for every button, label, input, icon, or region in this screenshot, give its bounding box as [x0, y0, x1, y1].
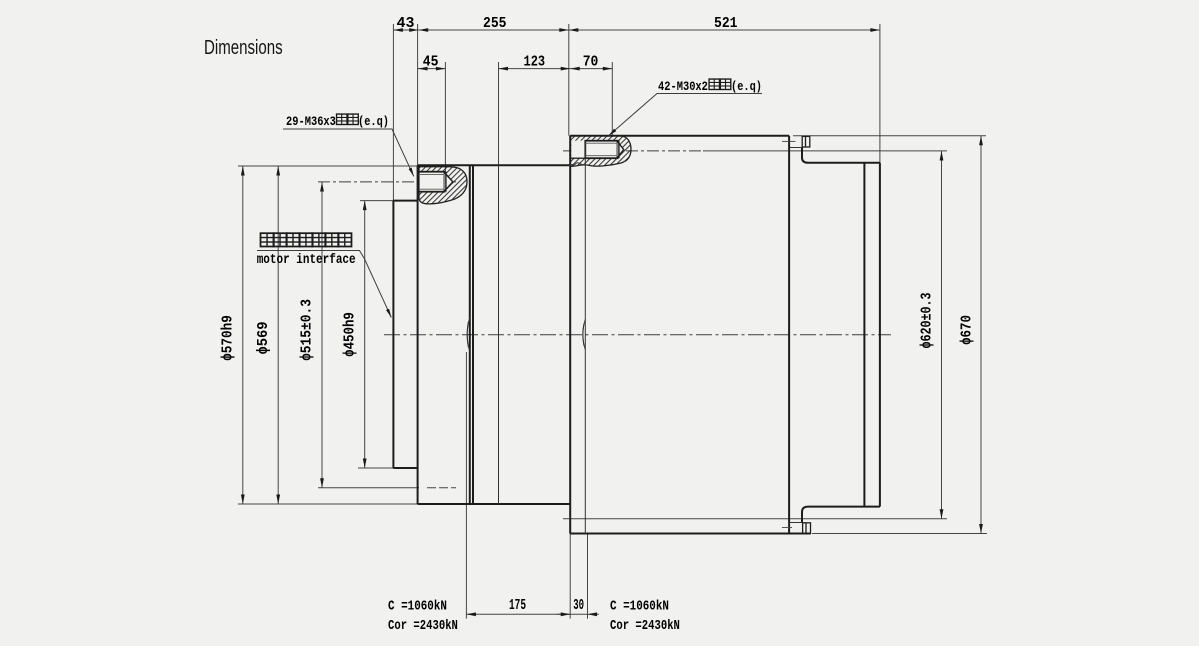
svg-text:ϕ620±0.3: ϕ620±0.3 [919, 292, 936, 348]
svg-text:123: 123 [524, 55, 546, 72]
svg-text:ϕ450h9: ϕ450h9 [342, 312, 359, 357]
svg-text:Cor =2430kN: Cor =2430kN [610, 618, 680, 634]
svg-text:motor interface: motor interface [257, 252, 356, 267]
svg-text:43: 43 [397, 15, 415, 32]
svg-text:ϕ515±0.3: ϕ515±0.3 [299, 299, 316, 361]
svg-text:C =1060kN: C =1060kN [610, 598, 669, 614]
svg-text:C =1060kN: C =1060kN [388, 598, 447, 614]
svg-text:29-M36x3: 29-M36x3 [286, 114, 336, 129]
svg-text:521: 521 [714, 15, 737, 32]
svg-text:30: 30 [573, 597, 584, 614]
svg-text:ϕ569: ϕ569 [256, 321, 273, 354]
svg-text:70: 70 [583, 54, 599, 71]
svg-text:175: 175 [509, 597, 526, 614]
svg-text:255: 255 [483, 15, 506, 32]
svg-text:Cor =2430kN: Cor =2430kN [388, 618, 458, 634]
svg-text:Dimensions: Dimensions [204, 36, 283, 59]
svg-text:42-M30x2: 42-M30x2 [658, 79, 708, 94]
svg-text:ϕ670: ϕ670 [959, 315, 976, 345]
svg-text:(e.q): (e.q) [731, 79, 762, 94]
svg-text:45: 45 [423, 54, 439, 71]
svg-text:ϕ570h9: ϕ570h9 [220, 315, 237, 361]
svg-text:(e.q): (e.q) [358, 114, 389, 129]
